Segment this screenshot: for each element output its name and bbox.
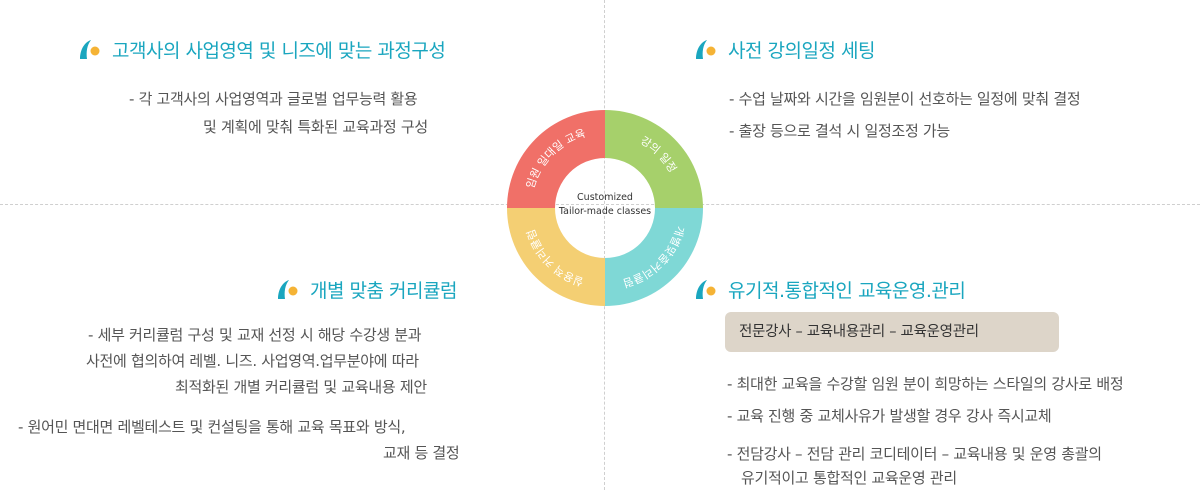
bl-line-1: - 세부 커리큘럼 구성 및 교재 선정 시 해당 수강생 분과: [88, 326, 422, 344]
vertical-divider: [604, 0, 605, 490]
tl-line-2: 및 계획에 맞춰 특화된 교육과정 구성: [203, 118, 428, 136]
leaf-bullet-icon: [696, 279, 716, 299]
bl-line-4: - 원어민 면대면 레벨테스트 및 컨설팅을 통해 교육 목표와 방식,: [18, 418, 406, 436]
center-label-line-2: Tailor-made classes: [558, 206, 651, 217]
bl-line-5: 교재 등 결정: [383, 444, 460, 462]
tl-line-1: - 각 고객사의 사업영역과 글로벌 업무능력 활용: [129, 90, 418, 108]
process-box: 전문강사 – 교육내용관리 – 교육운영관리: [725, 312, 1059, 352]
br-line-4: 유기적이고 통합적인 교육운영 관리: [741, 469, 957, 487]
ring-segment-bottom-right: [605, 208, 703, 306]
leaf-bullet-icon: [696, 39, 716, 59]
section-heading-br: 유기적.통합적인 교육운영.관리: [694, 276, 966, 303]
section-heading-bl: 개별 맞춤 커리큘럼: [276, 276, 457, 303]
br-line-3: - 전담강사 – 전담 관리 코디테이터 – 교육내용 및 운영 총괄의: [727, 445, 1102, 463]
bl-line-2: 사전에 협의하여 레벨. 니즈. 사업영역.업무분야에 따라: [86, 352, 419, 370]
tr-line-2: - 출장 등으로 결석 시 일정조정 가능: [729, 122, 950, 140]
center-label-line-1: Customized: [577, 192, 633, 203]
ring-segment-bottom-left: [507, 208, 605, 306]
section-title-br: 유기적.통합적인 교육운영.관리: [728, 280, 966, 302]
leaf-bullet-icon: [80, 39, 100, 59]
horizontal-divider: [0, 204, 1200, 205]
tr-line-1: - 수업 날짜와 시간을 임원분이 선호하는 일정에 맞춰 결정: [729, 90, 1081, 108]
ring-segment-top-left: [507, 110, 605, 208]
br-line-2: - 교육 진행 중 교체사유가 발생할 경우 강사 즉시교체: [727, 407, 1052, 425]
section-title-bl: 개별 맞춤 커리큘럼: [310, 280, 457, 302]
service-ring-diagram: 임원 일대일 교육 강의 일정 개별맞춤커리큘럼 실용적 커리큘럼 Custom…: [507, 110, 703, 306]
section-heading-tr: 사전 강의일정 세팅: [694, 36, 875, 63]
section-heading-tl: 고객사의 사업영역 및 니즈에 맞는 과정구성: [78, 36, 446, 63]
section-title-tl: 고객사의 사업영역 및 니즈에 맞는 과정구성: [112, 40, 446, 62]
ring-segment-top-right: [605, 110, 703, 208]
bl-line-3: 최적화된 개별 커리큘럼 및 교육내용 제안: [175, 378, 427, 396]
section-title-tr: 사전 강의일정 세팅: [728, 40, 875, 62]
br-line-1: - 최대한 교육을 수강할 임원 분이 희망하는 스타일의 강사로 배정: [727, 375, 1124, 393]
leaf-bullet-icon: [278, 279, 298, 299]
